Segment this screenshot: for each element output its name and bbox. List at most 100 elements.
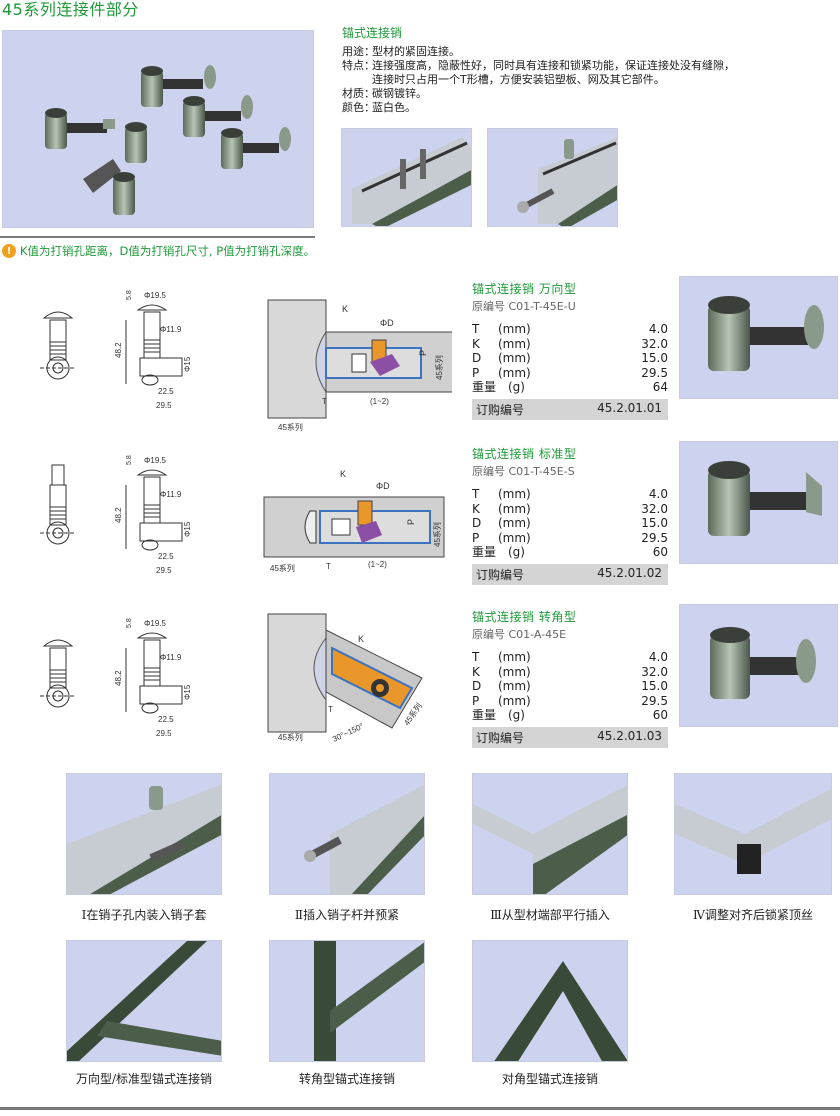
intro-value: 蓝白色。 — [372, 101, 416, 114]
intro-row-material: 材质：碳钢镀锌。 — [342, 87, 735, 101]
spec-table: T(mm)4.0 K(mm)32.0 D(mm)15.0 P(mm)29.5 重… — [472, 487, 668, 560]
dim-shank-diameter: Φ11.9 — [160, 325, 182, 334]
installation-section-drawing: K 45系列 T 30°~150° 45系列 — [267, 613, 424, 744]
hero-photo-connectors — [2, 30, 314, 228]
step-photo-4 — [674, 773, 832, 895]
spec-symbol: T — [472, 650, 480, 664]
spec-unit: (mm) — [498, 322, 531, 336]
product-photo-corner — [679, 604, 838, 727]
dim-width-2: 29.5 — [156, 729, 172, 738]
spec-unit: (g) — [508, 545, 525, 559]
product-photo-universal — [679, 276, 838, 399]
label-series: 45系列 — [434, 355, 444, 380]
step-photo-2 — [269, 773, 425, 895]
label-D: ΦD — [376, 481, 390, 491]
dim-width-2: 29.5 — [156, 401, 172, 410]
spec-value: 32.0 — [641, 664, 668, 679]
product-title: 锚式连接销 万向型 — [472, 282, 577, 296]
spec-symbol: T — [472, 487, 480, 501]
product-code: 原编号 C01-A-45E — [472, 628, 567, 641]
dim-width-1: 22.5 — [158, 387, 174, 396]
dim-head-diameter: Φ19.5 — [144, 291, 167, 300]
spec-row: D(mm)15.0 — [472, 679, 668, 694]
intro-value: 连接强度高，隐蔽性好，同时具有连接和锁紧功能，保证连接处没有缝隙， — [372, 59, 735, 72]
dim-height: 48.2 — [114, 342, 123, 358]
spec-value: 15.0 — [641, 516, 668, 530]
spec-row: P(mm)29.5 — [472, 366, 668, 381]
dim-sleeve-diameter: Φ15 — [183, 521, 192, 537]
order-number: 45.2.01.03 — [597, 728, 662, 743]
spec-unit: (mm) — [498, 693, 531, 708]
spec-unit: (mm) — [498, 501, 531, 516]
spec-row: T(mm)4.0 — [472, 322, 668, 337]
type-photo-corner — [269, 940, 425, 1062]
intro-key: 颜色： — [342, 101, 375, 114]
type-photo-diagonal — [472, 940, 628, 1062]
label-series-width: 45系列 — [270, 563, 295, 573]
joint-illustration — [67, 941, 221, 1061]
spec-symbol: D — [472, 351, 482, 365]
lightbulb-icon: ! — [2, 244, 16, 258]
intro-key: 用途： — [342, 45, 375, 58]
label-T: T — [328, 705, 333, 714]
type-photo-universal-standard — [66, 940, 222, 1062]
label-K: K — [342, 304, 348, 314]
spec-unit: (g) — [508, 708, 525, 722]
spec-value: 29.5 — [641, 693, 668, 708]
intro-value: 连接时只占用一个T形槽，方便安装铝塑板、网及其它部件。 — [372, 73, 665, 86]
type-caption-corner: 转角型锚式连接销 — [298, 1072, 395, 1086]
label-series-width: 45系列 — [278, 732, 303, 742]
intro-value: 型材的紧固连接。 — [372, 45, 460, 58]
spec-symbol: K — [472, 501, 480, 516]
product-row-standard: Φ19.5 Φ11.9 48.2 5.8 Φ15 22.5 29.5 K ΦD … — [0, 441, 840, 595]
spec-symbol: K — [472, 664, 480, 679]
spec-value: 29.5 — [641, 530, 668, 545]
profile-illustration — [352, 137, 471, 226]
spec-unit: (mm) — [498, 365, 531, 380]
label-P: P — [418, 350, 428, 356]
spec-unit: (mm) — [498, 487, 531, 501]
profile-illustration — [517, 137, 617, 226]
spec-symbol: P — [472, 530, 480, 545]
spec-value: 32.0 — [641, 336, 668, 351]
spec-value: 29.5 — [641, 365, 668, 380]
intro-row-usage: 用途：型材的紧固连接。 — [342, 45, 735, 59]
spec-unit: (mm) — [498, 516, 531, 530]
dim-height: 48.2 — [114, 507, 123, 523]
connector-illustration — [708, 461, 822, 536]
dim-head-height: 5.8 — [126, 455, 133, 465]
step-caption-2: Ⅱ插入销子杆并预紧 — [294, 908, 400, 922]
spec-unit: (mm) — [498, 664, 531, 679]
spec-row: D(mm)15.0 — [472, 516, 668, 531]
divider — [0, 236, 315, 238]
spec-symbol: K — [472, 336, 480, 351]
order-number: 45.2.01.02 — [597, 565, 662, 580]
label-K: K — [358, 634, 364, 644]
profile-illustration — [473, 785, 627, 894]
product-title: 锚式连接销 转角型 — [472, 610, 577, 624]
spec-value: 60 — [652, 708, 668, 722]
joint-illustration — [494, 961, 627, 1061]
intro-key: 材质： — [342, 87, 375, 100]
intro-body: 用途：型材的紧固连接。 特点：连接强度高，隐蔽性好，同时具有连接和锁紧功能，保证… — [342, 45, 735, 115]
label-series-width: 45系列 — [278, 422, 303, 432]
install-photo-1 — [341, 128, 472, 227]
spec-unit: (g) — [508, 380, 525, 394]
spec-row: K (mm) 32.0 — [472, 665, 668, 680]
spec-unit: (mm) — [498, 679, 531, 693]
spec-value: 15.0 — [641, 351, 668, 365]
intro-row-features: 特点：连接强度高，隐蔽性好，同时具有连接和锁紧功能，保证连接处没有缝隙， — [342, 59, 735, 73]
dim-head-height: 5.8 — [126, 618, 133, 628]
spec-row: T(mm)4.0 — [472, 487, 668, 502]
spec-unit: (mm) — [498, 650, 531, 664]
spec-value: 15.0 — [641, 679, 668, 693]
type-caption-universal-standard: 万向型/标准型锚式连接销 — [75, 1072, 213, 1086]
dim-sleeve-diameter: Φ15 — [183, 684, 192, 700]
spec-row: K(mm)32.0 — [472, 502, 668, 517]
spec-symbol: 重量 — [472, 380, 497, 394]
order-label: 订购编号 — [476, 402, 525, 417]
label-gap: (1~2) — [368, 560, 387, 569]
